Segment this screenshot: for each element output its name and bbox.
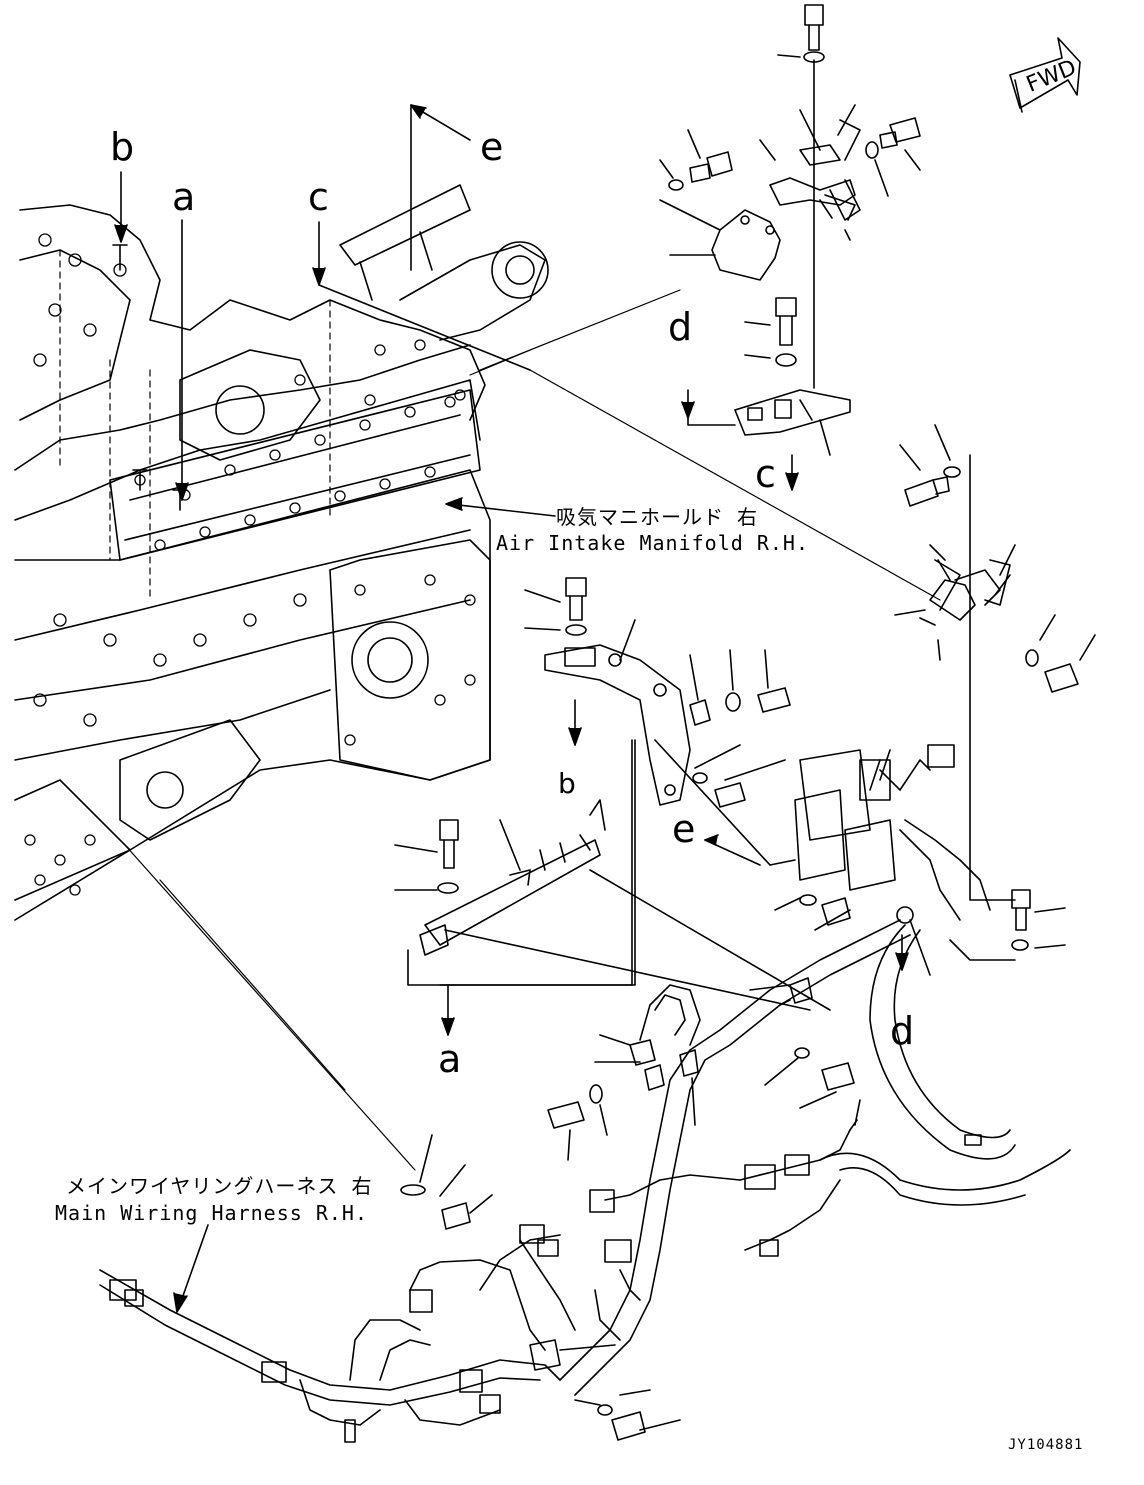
harness-label-en: Main Wiring Harness R.H. bbox=[55, 1201, 368, 1225]
callout-d-upper: d bbox=[668, 305, 693, 349]
drawing-id: JY104881 bbox=[1008, 1437, 1084, 1453]
callout-c-top: c bbox=[308, 175, 329, 219]
callout-e-lower: e bbox=[672, 807, 696, 851]
middle-bracket-group bbox=[439, 577, 791, 986]
callout-a-lower: a bbox=[438, 1037, 462, 1081]
wiring-harness bbox=[99, 919, 1071, 1443]
lower-bracket-group bbox=[394, 739, 831, 1036]
connector-block bbox=[704, 744, 1066, 976]
callout-c-lower: c bbox=[755, 452, 776, 496]
intake-manifold-label-jp: 吸気マニホールド 右 bbox=[556, 505, 759, 529]
right-bracket-group bbox=[894, 424, 1096, 901]
engine-leader-arrows bbox=[114, 104, 556, 517]
callout-e-top: e bbox=[480, 125, 504, 169]
harness-leader-arrowhead bbox=[173, 1292, 188, 1313]
harness-label-jp: メインワイヤリングハーネス 右 bbox=[66, 1174, 373, 1198]
engine-block bbox=[14, 184, 549, 921]
callout-b-lower: b bbox=[558, 767, 576, 800]
upper-bracket-group bbox=[659, 4, 921, 491]
intake-manifold-label-en: Air Intake Manifold R.H. bbox=[496, 531, 809, 555]
callout-b-top: b bbox=[110, 125, 135, 169]
callout-a-top: a bbox=[172, 175, 196, 219]
callout-d-lower: d bbox=[890, 1009, 915, 1053]
fwd-arrow-icon bbox=[1009, 37, 1081, 113]
reference-lines bbox=[124, 289, 941, 1171]
